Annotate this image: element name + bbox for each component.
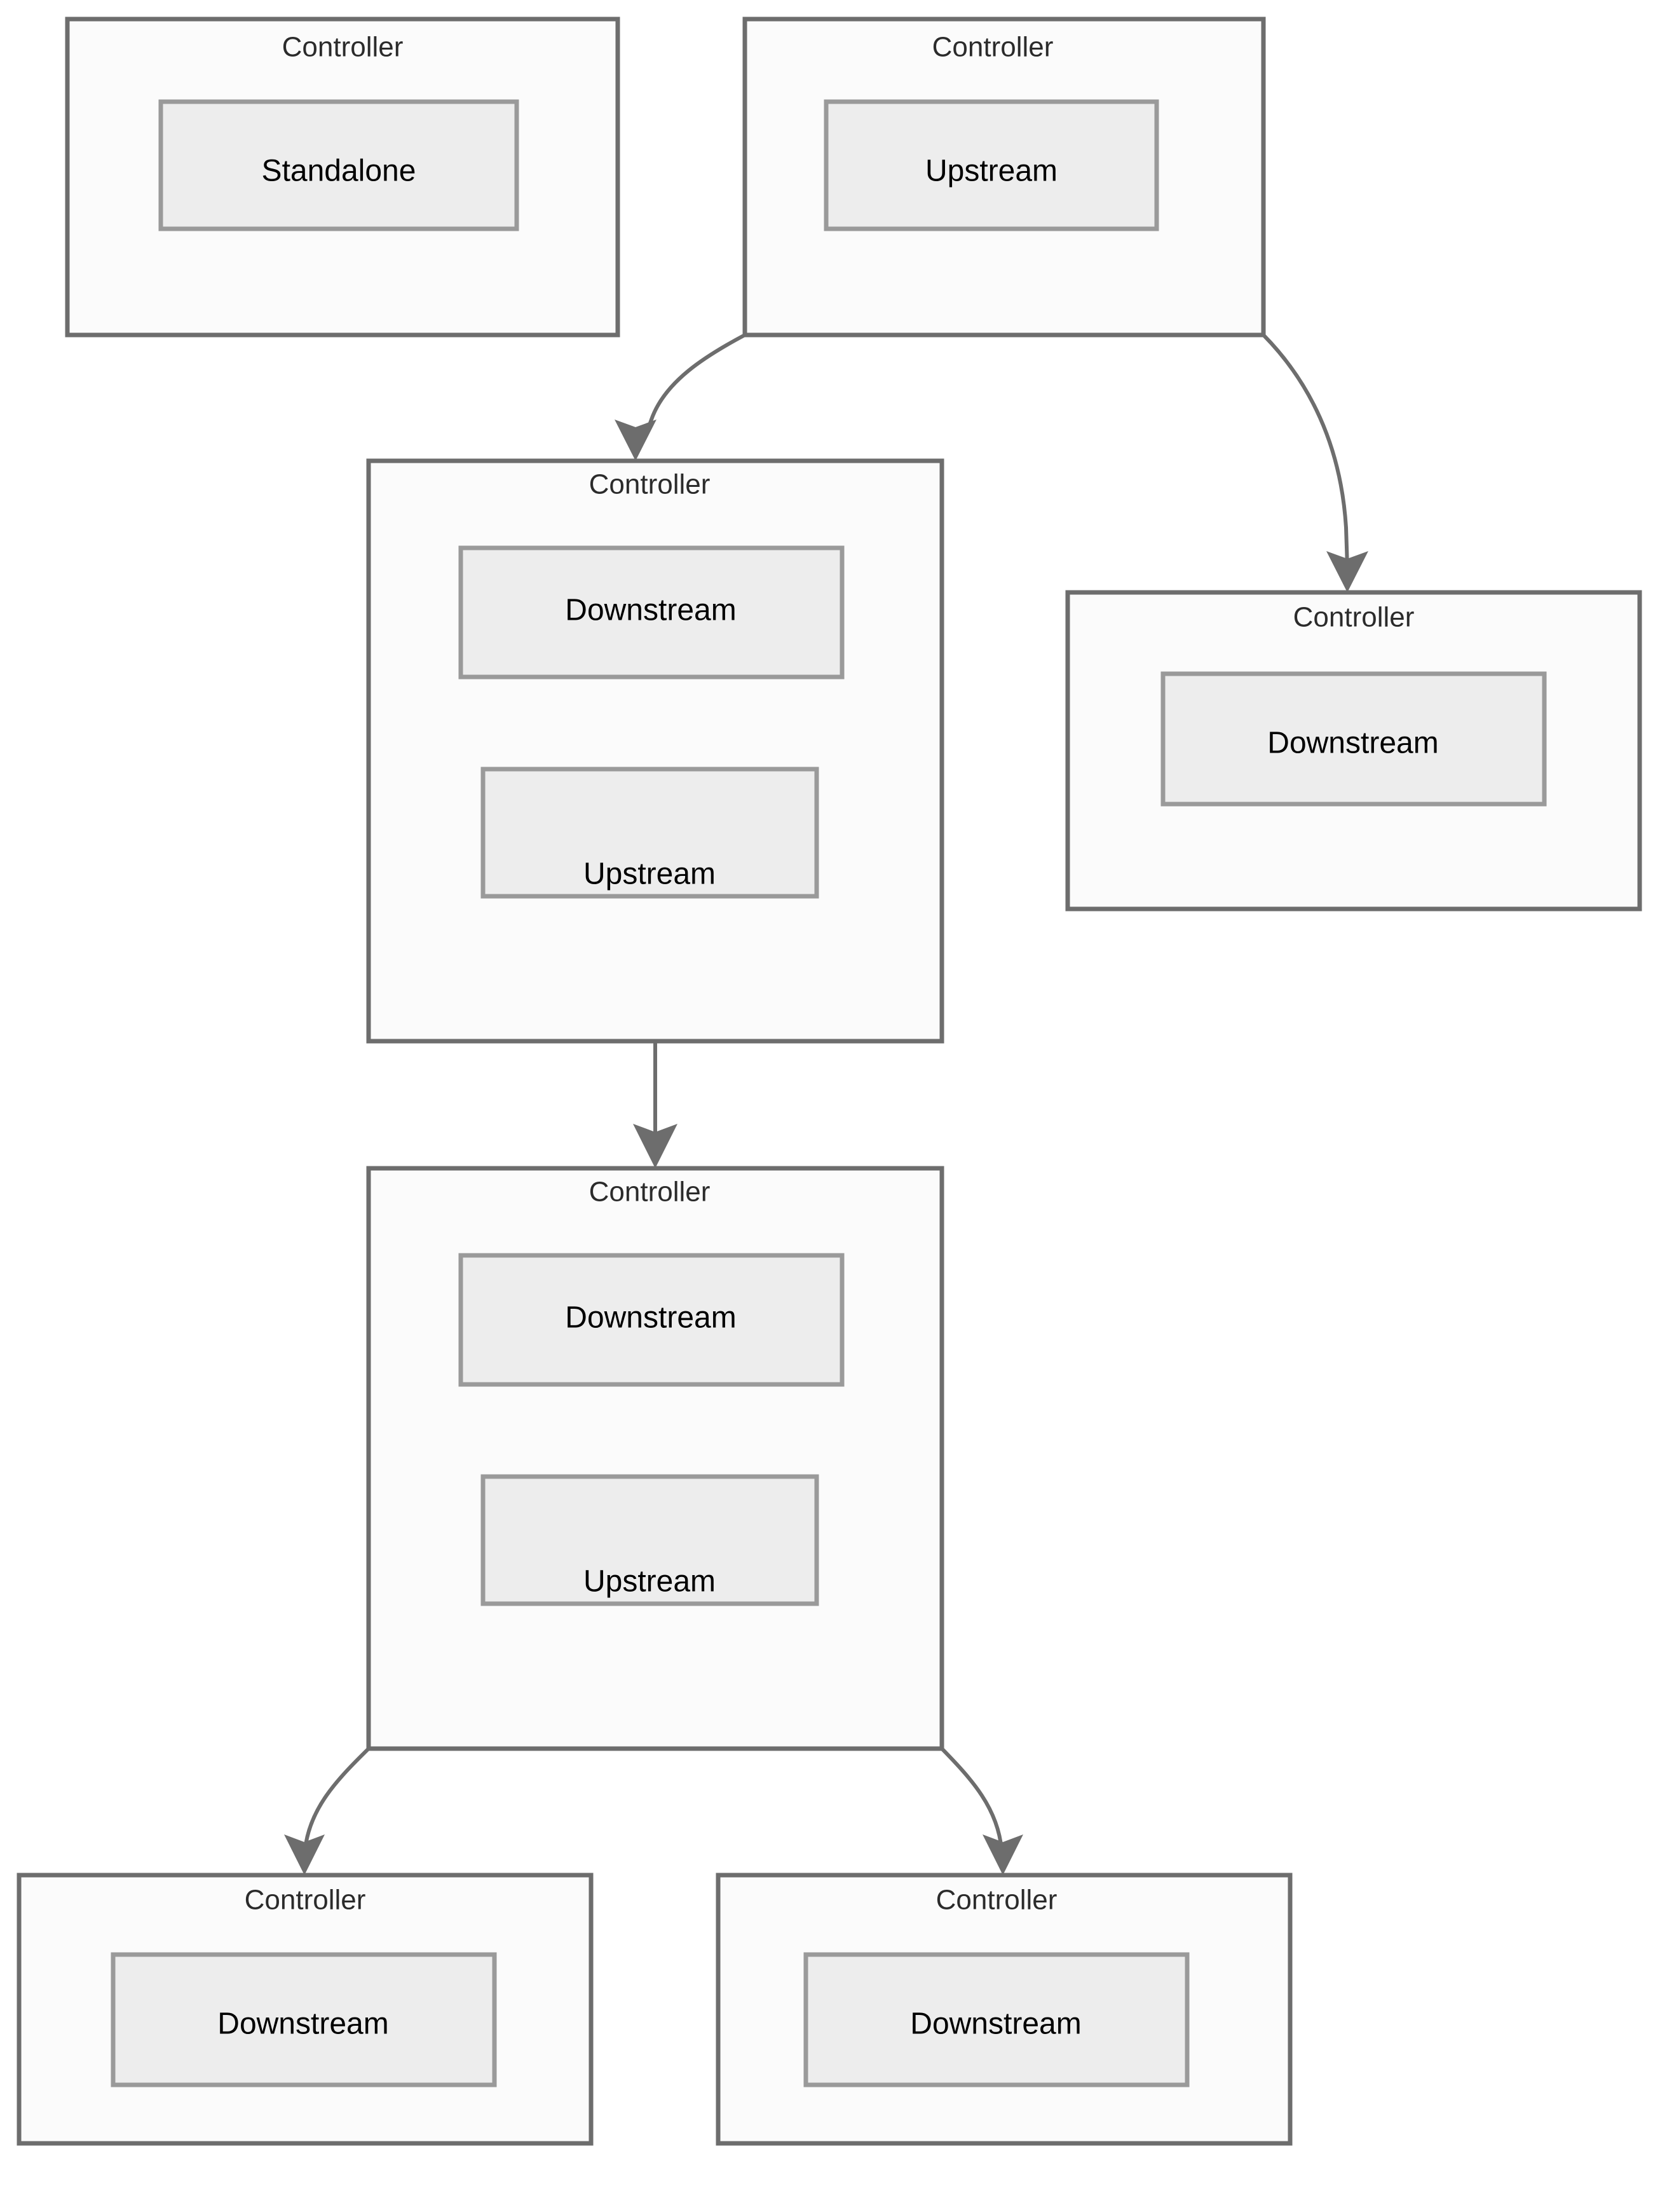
controller-node-standalone[interactable]: Controller Standalone — [65, 17, 620, 338]
controller-title: Controller — [1293, 602, 1415, 633]
controller-node-mid-b[interactable]: Controller Downstream Upstream — [366, 1166, 944, 1751]
controller-title: Controller — [245, 1885, 366, 1916]
controller-title: Controller — [282, 32, 404, 63]
role-label-upstream: Upstream — [583, 857, 716, 891]
controller-node-root-upstream[interactable]: Controller Upstream — [742, 17, 1266, 338]
role-box-upstream[interactable] — [480, 1474, 819, 1606]
role-label-downstream: Downstream — [565, 1301, 736, 1335]
role-label-downstream: Downstream — [910, 2007, 1081, 2041]
controller-title: Controller — [932, 32, 1054, 63]
edge-root-to-mid-a — [615, 333, 746, 461]
controller-node-leaf-left[interactable]: Controller Downstream — [17, 1873, 594, 2146]
edge-root-to-mid-a-line — [644, 333, 746, 437]
edge-mid-b-to-leaf-right-line — [940, 1747, 1003, 1850]
edge-mid-b-to-leaf-left-arrowhead — [284, 1834, 325, 1875]
role-label-downstream: Downstream — [217, 2007, 388, 2041]
edge-root-to-right — [1262, 333, 1368, 592]
edge-mid-a-to-mid-b-arrowhead — [633, 1124, 677, 1168]
edge-mid-b-to-leaf-left — [284, 1747, 371, 1875]
controller-title: Controller — [936, 1885, 1058, 1916]
role-label-upstream: Upstream — [583, 1565, 716, 1599]
role-box-downstream[interactable] — [458, 545, 845, 679]
controller-title: Controller — [589, 1177, 711, 1208]
controller-node-right-downstream[interactable]: Controller Downstream — [1065, 590, 1642, 911]
role-label-standalone: Standalone — [262, 154, 416, 188]
edge-mid-b-to-leaf-right-arrowhead — [983, 1834, 1023, 1875]
controller-title: Controller — [589, 469, 711, 500]
role-box-upstream[interactable] — [480, 767, 819, 899]
role-box-downstream[interactable] — [803, 1952, 1190, 2087]
edge-root-to-right-line — [1262, 333, 1349, 568]
role-label-downstream: Downstream — [565, 594, 736, 627]
role-box-downstream[interactable] — [458, 1253, 845, 1387]
edge-mid-b-to-leaf-left-line — [303, 1747, 371, 1850]
role-label-downstream: Downstream — [1267, 727, 1438, 760]
edge-mid-a-to-mid-b — [633, 1041, 677, 1168]
role-box-downstream[interactable] — [111, 1952, 497, 2087]
controller-node-mid-a[interactable]: Controller Downstream Upstream — [366, 458, 944, 1044]
edge-root-to-mid-a-arrowhead — [615, 420, 657, 461]
controller-node-leaf-right[interactable]: Controller Downstream — [716, 1873, 1293, 2146]
edge-mid-b-to-leaf-right — [940, 1747, 1023, 1875]
role-box-upstream[interactable] — [824, 99, 1159, 231]
role-label-upstream: Upstream — [925, 154, 1058, 188]
role-box-downstream[interactable] — [1160, 671, 1547, 807]
edge-root-to-right-arrowhead — [1326, 551, 1368, 592]
role-box-standalone[interactable] — [158, 99, 519, 231]
